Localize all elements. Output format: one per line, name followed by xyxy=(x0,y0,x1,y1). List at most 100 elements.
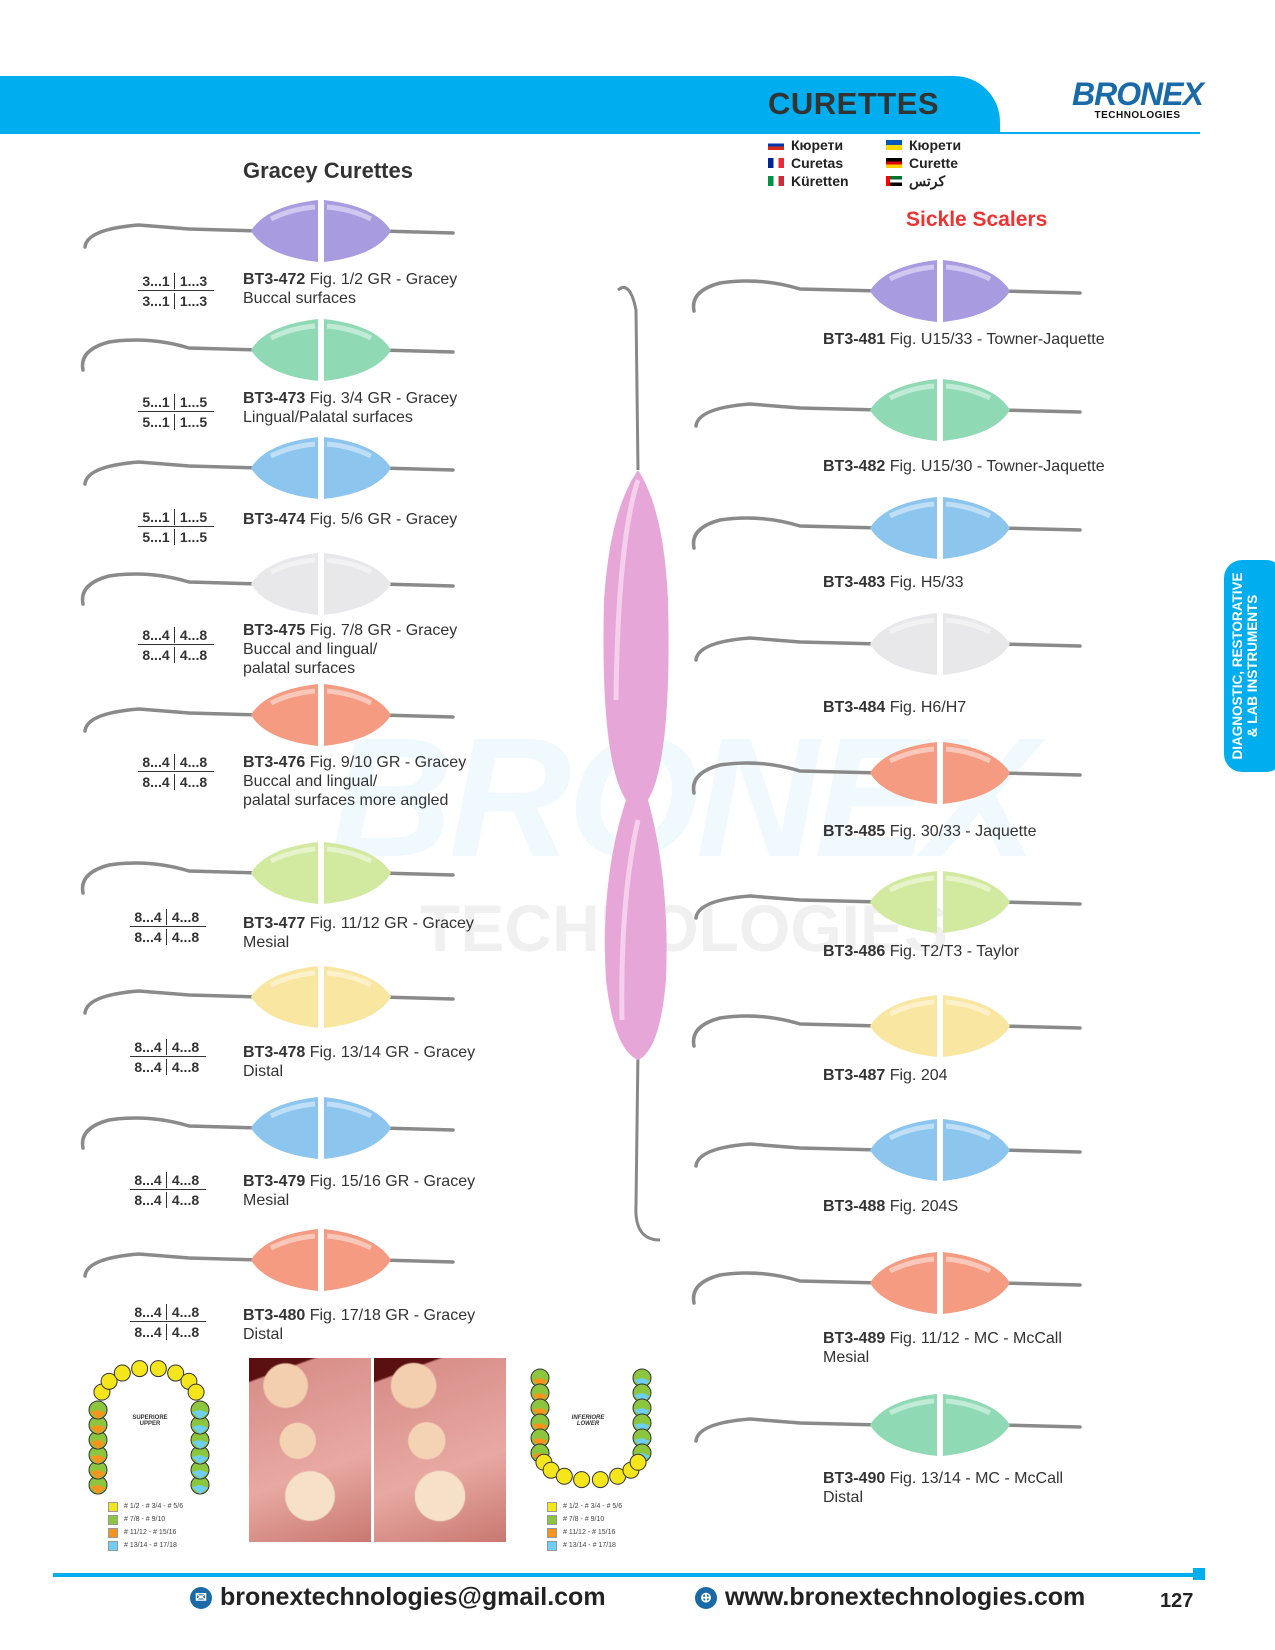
product-code: BT3-472 xyxy=(243,271,306,288)
legend-item: # 7/8 - # 9/10 xyxy=(547,1513,622,1526)
section-tab-line2: & LAB INSTRUMENTS xyxy=(1245,594,1260,738)
product-figure: Fig. 13/14 GR - Gracey xyxy=(309,1044,476,1061)
legend-item: # 11/12 - # 15/16 xyxy=(108,1526,183,1539)
sickle-instrument-image xyxy=(691,260,1082,322)
language-de: Curette xyxy=(886,154,986,172)
legend-label: # 1/2 - # 3/4 - # 5/6 xyxy=(563,1503,623,1510)
product-description: Buccal and lingual/ xyxy=(243,773,378,790)
product-code: BT3-480 xyxy=(243,1307,306,1324)
gracey-instrument-image xyxy=(83,437,455,499)
tooth-range: 4...8 xyxy=(179,753,208,770)
header-line xyxy=(0,132,1200,134)
language-it: Küretten xyxy=(768,172,886,190)
tooth-range: 8...4 xyxy=(138,626,175,643)
logo-subtext: TECHNOLOGIES xyxy=(1094,110,1181,121)
product-figure: Fig. 7/8 GR - Gracey xyxy=(309,622,458,639)
gracey-instrument-image xyxy=(83,1229,455,1291)
website-text[interactable]: www.bronextechnologies.com xyxy=(725,1583,1086,1611)
legend-label: # 13/14 - # 17/18 xyxy=(563,1542,616,1549)
globe-icon: ⊕ xyxy=(695,1586,717,1609)
product-code: BT3-482 xyxy=(823,458,886,475)
tooth-range: 8...4 xyxy=(130,929,167,945)
legend-item: # 13/14 - # 17/18 xyxy=(547,1539,622,1552)
sickle-instrument-image xyxy=(691,995,1082,1057)
legend-item: # 11/12 - # 15/16 xyxy=(547,1526,622,1539)
tooth-range: 4...8 xyxy=(179,626,208,643)
product-description: Mesial xyxy=(243,1192,290,1209)
product-code: BT3-484 xyxy=(823,699,886,716)
language-ae: كرتس xyxy=(886,172,986,190)
legend-upper: # 1/2 - # 3/4 - # 5/6# 7/8 - # 9/10# 11/… xyxy=(108,1500,183,1552)
product-figure: Fig. U15/30 - Towner-Jaquette xyxy=(889,458,1105,475)
product-code: BT3-476 xyxy=(243,754,306,771)
tooth-range: 5...1 xyxy=(138,508,175,525)
footer-email[interactable]: ✉bronextechnologies@gmail.com xyxy=(190,1583,606,1612)
sickle-product-label: BT3-487 Fig. 204 xyxy=(823,1066,948,1085)
tooth-range: 1...3 xyxy=(179,293,208,309)
gracey-product-label: BT3-474 Fig. 5/6 GR - Gracey xyxy=(243,510,457,529)
product-code: BT3-473 xyxy=(243,390,306,407)
gracey-instrument-image xyxy=(80,842,455,904)
tooth-range: 8...4 xyxy=(138,753,175,770)
header-band xyxy=(0,76,1000,134)
tooth-range: 8...4 xyxy=(130,1303,167,1320)
product-figure: Fig. 11/12 GR - Gracey xyxy=(309,915,474,932)
sickle-instrument-image xyxy=(694,1119,1082,1181)
sickle-instrument-image xyxy=(694,613,1082,675)
tooth-range: 4...8 xyxy=(171,1303,200,1320)
legend-item: # 13/14 - # 17/18 xyxy=(108,1539,183,1552)
tooth-range: 1...5 xyxy=(179,529,208,545)
section-tab[interactable]: DIAGNOSTIC, RESTORATIVE& LAB INSTRUMENTS xyxy=(1224,560,1275,772)
upper-label-1: SUPERIORE xyxy=(132,1415,168,1421)
legend-label: # 11/12 - # 15/16 xyxy=(124,1529,177,1536)
lower-arch-image xyxy=(530,1368,652,1489)
legend-swatch xyxy=(547,1527,557,1538)
email-text[interactable]: bronextechnologies@gmail.com xyxy=(220,1583,606,1611)
legend-swatch xyxy=(108,1527,118,1538)
tooth-range: 5...1 xyxy=(138,414,175,430)
section-tab-line1: DIAGNOSTIC, RESTORATIVE xyxy=(1230,572,1245,760)
product-figure: Fig. 17/18 GR - Gracey xyxy=(309,1307,476,1324)
product-description: Distal xyxy=(243,1063,284,1080)
legend-label: # 7/8 - # 9/10 xyxy=(563,1516,605,1523)
tooth-range: 5...1 xyxy=(138,393,175,410)
footer-website[interactable]: ⊕ www.bronextechnologies.com xyxy=(695,1583,1085,1612)
product-figure: Fig. T2/T3 - Taylor xyxy=(889,943,1019,960)
legend-label: # 11/12 - # 15/16 xyxy=(563,1529,616,1536)
product-figure: Fig. H6/H7 xyxy=(889,699,967,716)
flag-ru-icon xyxy=(768,140,784,150)
product-description: palatal surfaces more angled xyxy=(243,792,449,809)
product-code: BT3-485 xyxy=(823,823,886,840)
gracey-instrument-image xyxy=(83,966,455,1028)
language-label: Küretten xyxy=(791,173,849,189)
legend-swatch xyxy=(108,1514,118,1525)
product-description: Lingual/Palatal surfaces xyxy=(243,409,413,426)
product-code: BT3-479 xyxy=(243,1173,306,1190)
product-figure: Fig. 204S xyxy=(889,1198,959,1215)
legend-label: # 13/14 - # 17/18 xyxy=(124,1542,177,1549)
sickle-product-label: BT3-481 Fig. U15/33 - Towner-Jaquette xyxy=(823,330,1105,349)
product-code: BT3-481 xyxy=(823,331,886,348)
tooth-range: 4...8 xyxy=(179,647,208,663)
legend-item: # 7/8 - # 9/10 xyxy=(108,1513,183,1526)
page-number: 127 xyxy=(1160,1590,1194,1612)
sickle-instrument-image xyxy=(694,871,1082,933)
product-figure: Fig. U15/33 - Towner-Jaquette xyxy=(889,331,1105,348)
flag-it-icon xyxy=(768,176,784,186)
language-label: Кюрети xyxy=(791,137,844,153)
gracey-instrument-image xyxy=(80,319,455,381)
language-label: كرتس xyxy=(909,172,946,189)
product-code: BT3-487 xyxy=(823,1067,886,1084)
legend-swatch xyxy=(547,1540,557,1551)
product-code: BT3-486 xyxy=(823,943,886,960)
language-fr: Curetas xyxy=(768,154,886,172)
tooth-range: 4...8 xyxy=(171,1192,200,1208)
clinical-photo-1 xyxy=(249,1358,371,1542)
tooth-range: 4...8 xyxy=(179,774,208,790)
